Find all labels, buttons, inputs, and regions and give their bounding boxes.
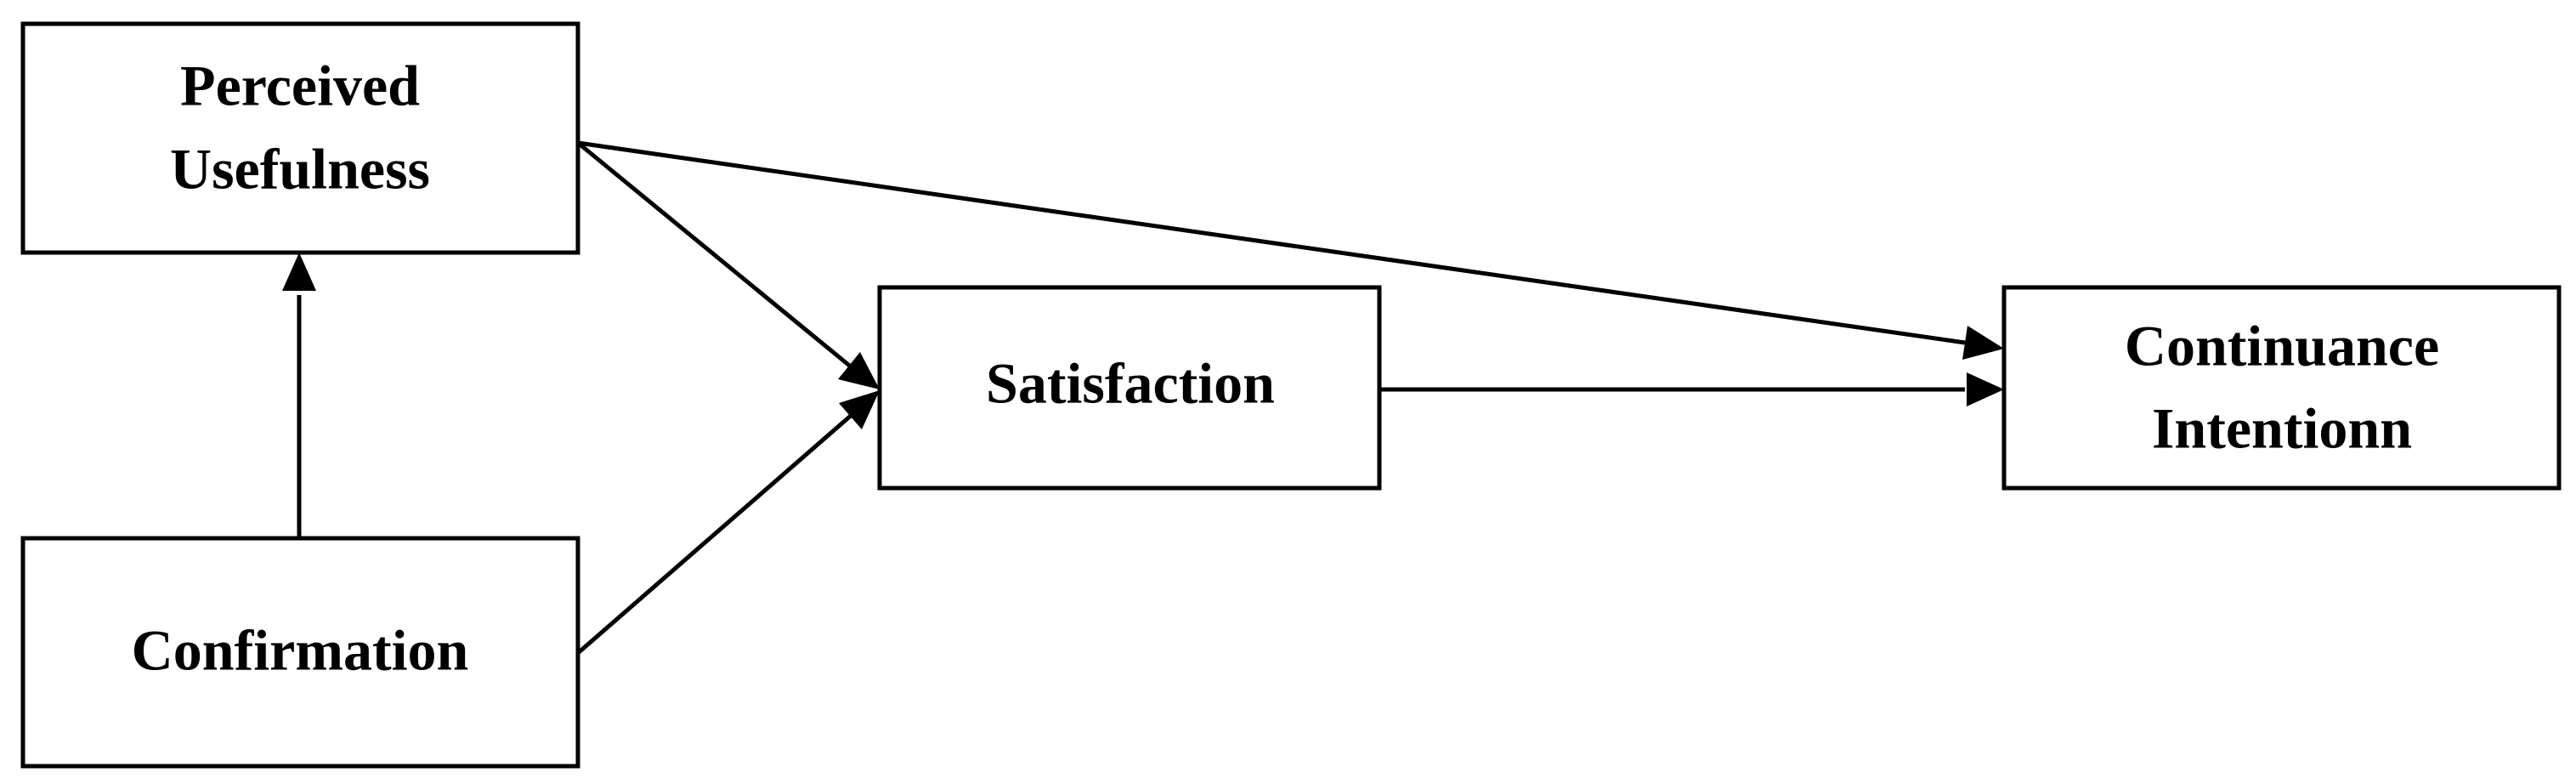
node-satisfaction: Satisfaction <box>877 285 1382 491</box>
confirmation-box <box>20 536 580 769</box>
perceived-usefulness-box <box>20 21 580 255</box>
continuance-intention-box <box>2001 285 2562 491</box>
arrowhead-perceived-usefulness-bottom <box>282 253 316 291</box>
arrowhead-satisfaction-lower <box>839 390 880 429</box>
node-confirmation: Confirmation <box>20 536 580 769</box>
node-perceived-usefulness: Perceived Usefulness <box>20 21 580 255</box>
perceived-usefulness-label-line1: Perceived <box>180 54 420 118</box>
confirmation-label: Confirmation <box>132 618 469 683</box>
edge-confirmation-to-satisfaction <box>576 413 853 655</box>
satisfaction-label: Satisfaction <box>986 351 1275 416</box>
node-continuance-intention: Continuance Intentionn <box>2001 285 2562 491</box>
edge-perceived-usefulness-to-continuance-intention <box>577 140 1966 345</box>
perceived-usefulness-label-line2: Usefulness <box>170 137 430 202</box>
arrowhead-continuance-upper <box>1962 326 2004 360</box>
continuance-intention-label-line1: Continuance <box>2125 314 2439 378</box>
satisfaction-box <box>877 285 1382 491</box>
continuance-intention-label-line2: Intentionn <box>2152 396 2412 461</box>
arrowhead-satisfaction-upper <box>838 352 880 389</box>
edge-perceived-usefulness-to-satisfaction <box>576 141 853 369</box>
arrowhead-continuance-lower <box>1967 372 2004 406</box>
edges <box>282 140 2004 655</box>
